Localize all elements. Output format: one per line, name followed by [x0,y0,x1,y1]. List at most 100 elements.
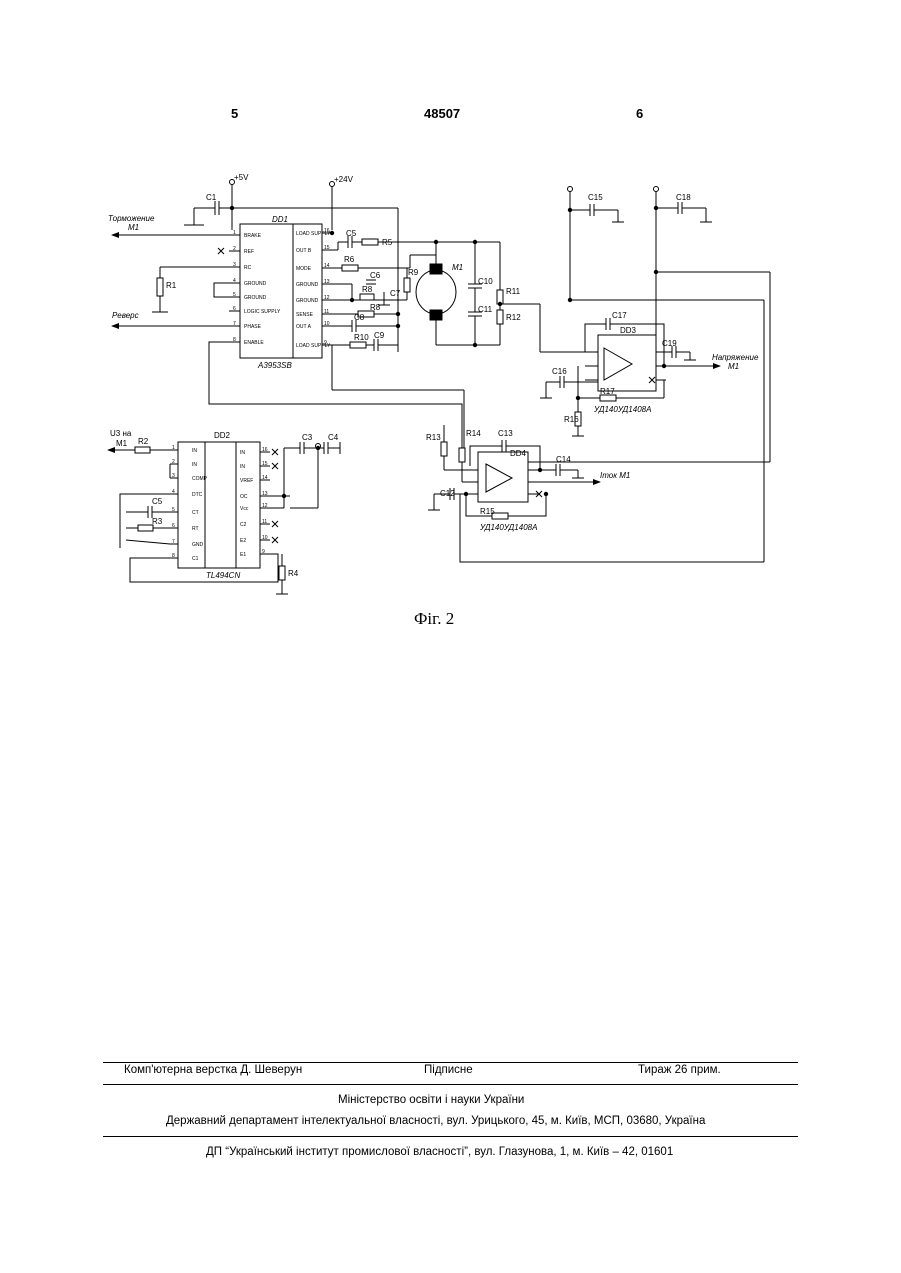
dd1-pin-label: PHASE [244,324,262,330]
r16-label: R16 [564,415,579,424]
c3-label: C3 [302,433,313,442]
c5b-label: C5 [152,497,163,506]
dd2-pin-label: DTC [192,492,203,498]
brake-signal-label: Торможение [108,214,155,223]
c16-label: C16 [552,367,567,376]
dd1-pin-label: LOAD SUPPLY [296,231,331,237]
r1-label: R1 [166,281,177,290]
dd1-pin-label: GROUND [244,295,267,301]
dd1-ref: DD1 [272,215,288,224]
c19-label: C19 [662,339,677,348]
c13-label: C13 [498,429,513,438]
dd2-pin-number: 16 [262,447,268,453]
dd1-pin-label: RC [244,265,252,271]
supply-5v-label: +5V [234,173,249,182]
dd2-pin-label: C2 [240,522,247,528]
r15-label: R15 [480,507,495,516]
dd2-pin-label: GND [192,542,204,548]
r7-label: R8 [370,303,381,312]
r17-label: R17 [600,387,615,396]
r5-label: R5 [382,238,393,247]
r14-label: R14 [466,429,481,438]
dd1-pin-number: 10 [324,321,330,327]
dd2-pin-label: VREF [240,478,253,484]
dd2-pin-label: RT [192,526,199,532]
subscription-note: Підписне [424,1064,473,1076]
dd2-pin-label: C1 [192,556,199,562]
brake-signal-motor: M1 [128,223,139,232]
dd2-pin-number: 5 [172,507,175,513]
c5-label: C5 [346,229,357,238]
r13-label: R13 [426,433,441,442]
dd2-pin-number: 14 [262,475,268,481]
dd1-pin-label: GROUND [296,282,319,288]
figure-caption: Фіг. 2 [414,609,454,629]
dd2-ref: DD2 [214,431,231,440]
r4-label: R4 [288,569,299,578]
m1-label: M1 [452,263,463,272]
c17-label: C17 [612,311,627,320]
footer-rule-bottom [103,1136,798,1137]
c9-label: C9 [374,331,385,340]
dd2-pin-number: 6 [172,523,175,529]
department-line: Державний департамент інтелектуальної вл… [166,1115,705,1127]
dd3-part: УД140УД1408А [593,405,651,414]
dd1-pin-label: REF [244,249,254,255]
dd1-pin-number: 12 [324,295,330,301]
dd2-pin-number: 12 [262,503,268,509]
dd2-pin-label: IN [240,450,245,456]
dd2-pin-label: OC [240,494,248,500]
dd1-part: A3953SB [257,361,292,370]
c11-label: C11 [478,305,493,314]
dd2-pin-number: 7 [172,539,175,545]
dd1-pin-number: 3 [233,262,236,268]
dd2-pin-number: 4 [172,489,175,495]
supply-24v-label: +24V [334,175,354,184]
dd2-pin-number: 9 [262,549,265,555]
reverse-signal-label: Реверс [112,311,139,320]
dd2-pin-label: E1 [240,552,246,558]
dd1-pin-number: 1 [233,230,236,236]
c8-label: C8 [354,313,365,322]
dd1-pin-label: GROUND [296,298,319,304]
dd4-part: УД140УД1408А [479,523,537,532]
r8-label: R8 [362,285,373,294]
dd1-pin-label: GROUND [244,281,267,287]
dd1-pin-label: SENSE [296,312,314,318]
layout-credit: Комп'ютерна верстка Д. Шеверун [124,1064,302,1076]
dd2-pin-label: IN [192,462,197,468]
dd4-ref: DD4 [510,449,527,458]
dd2-pin-number: 8 [172,553,175,559]
c18-label: C18 [676,193,691,202]
r3-label: R3 [152,517,163,526]
dd1-pin-number: 11 [324,309,329,315]
c10-label: C10 [478,277,493,286]
dd1-pin-number: 14 [324,263,330,269]
u3-signal-label: U3 на [110,429,132,438]
dd1-pin-number: 15 [324,245,330,251]
voltage-signal-label: Напряжение [712,353,759,362]
c7-label: C7 [390,289,401,298]
dd1-pin-number: 4 [233,278,236,284]
footer-rule-top [103,1062,798,1063]
c14-label: C14 [556,455,571,464]
footer-rule-middle [103,1084,798,1085]
dd1-pin-number: 6 [233,306,236,312]
c15-label: C15 [588,193,603,202]
institute-line: ДП “Український інститут промислової вла… [206,1146,673,1158]
dd1-pin-number: 7 [233,321,236,327]
dd2-pin-label: Vcc [240,506,249,512]
dd2-pin-label: IN [192,448,197,454]
dd2-pin-label: E2 [240,538,246,544]
dd3-ref: DD3 [620,326,637,335]
dd1-pin-label: MODE [296,266,312,272]
dd1-pin-label: BRAKE [244,233,262,239]
dd1-pin-number: 8 [233,337,236,343]
dd1-pin-label: ENABLE [244,340,264,346]
dd2-pin-number: 1 [172,445,175,451]
dd1-pin-number: 5 [233,292,236,298]
dd1-pin-number: 2 [233,246,236,252]
dd2-pin-number: 13 [262,491,268,497]
r11-label: R11 [506,287,521,296]
dd1-pin-label: OUT B [296,248,312,254]
